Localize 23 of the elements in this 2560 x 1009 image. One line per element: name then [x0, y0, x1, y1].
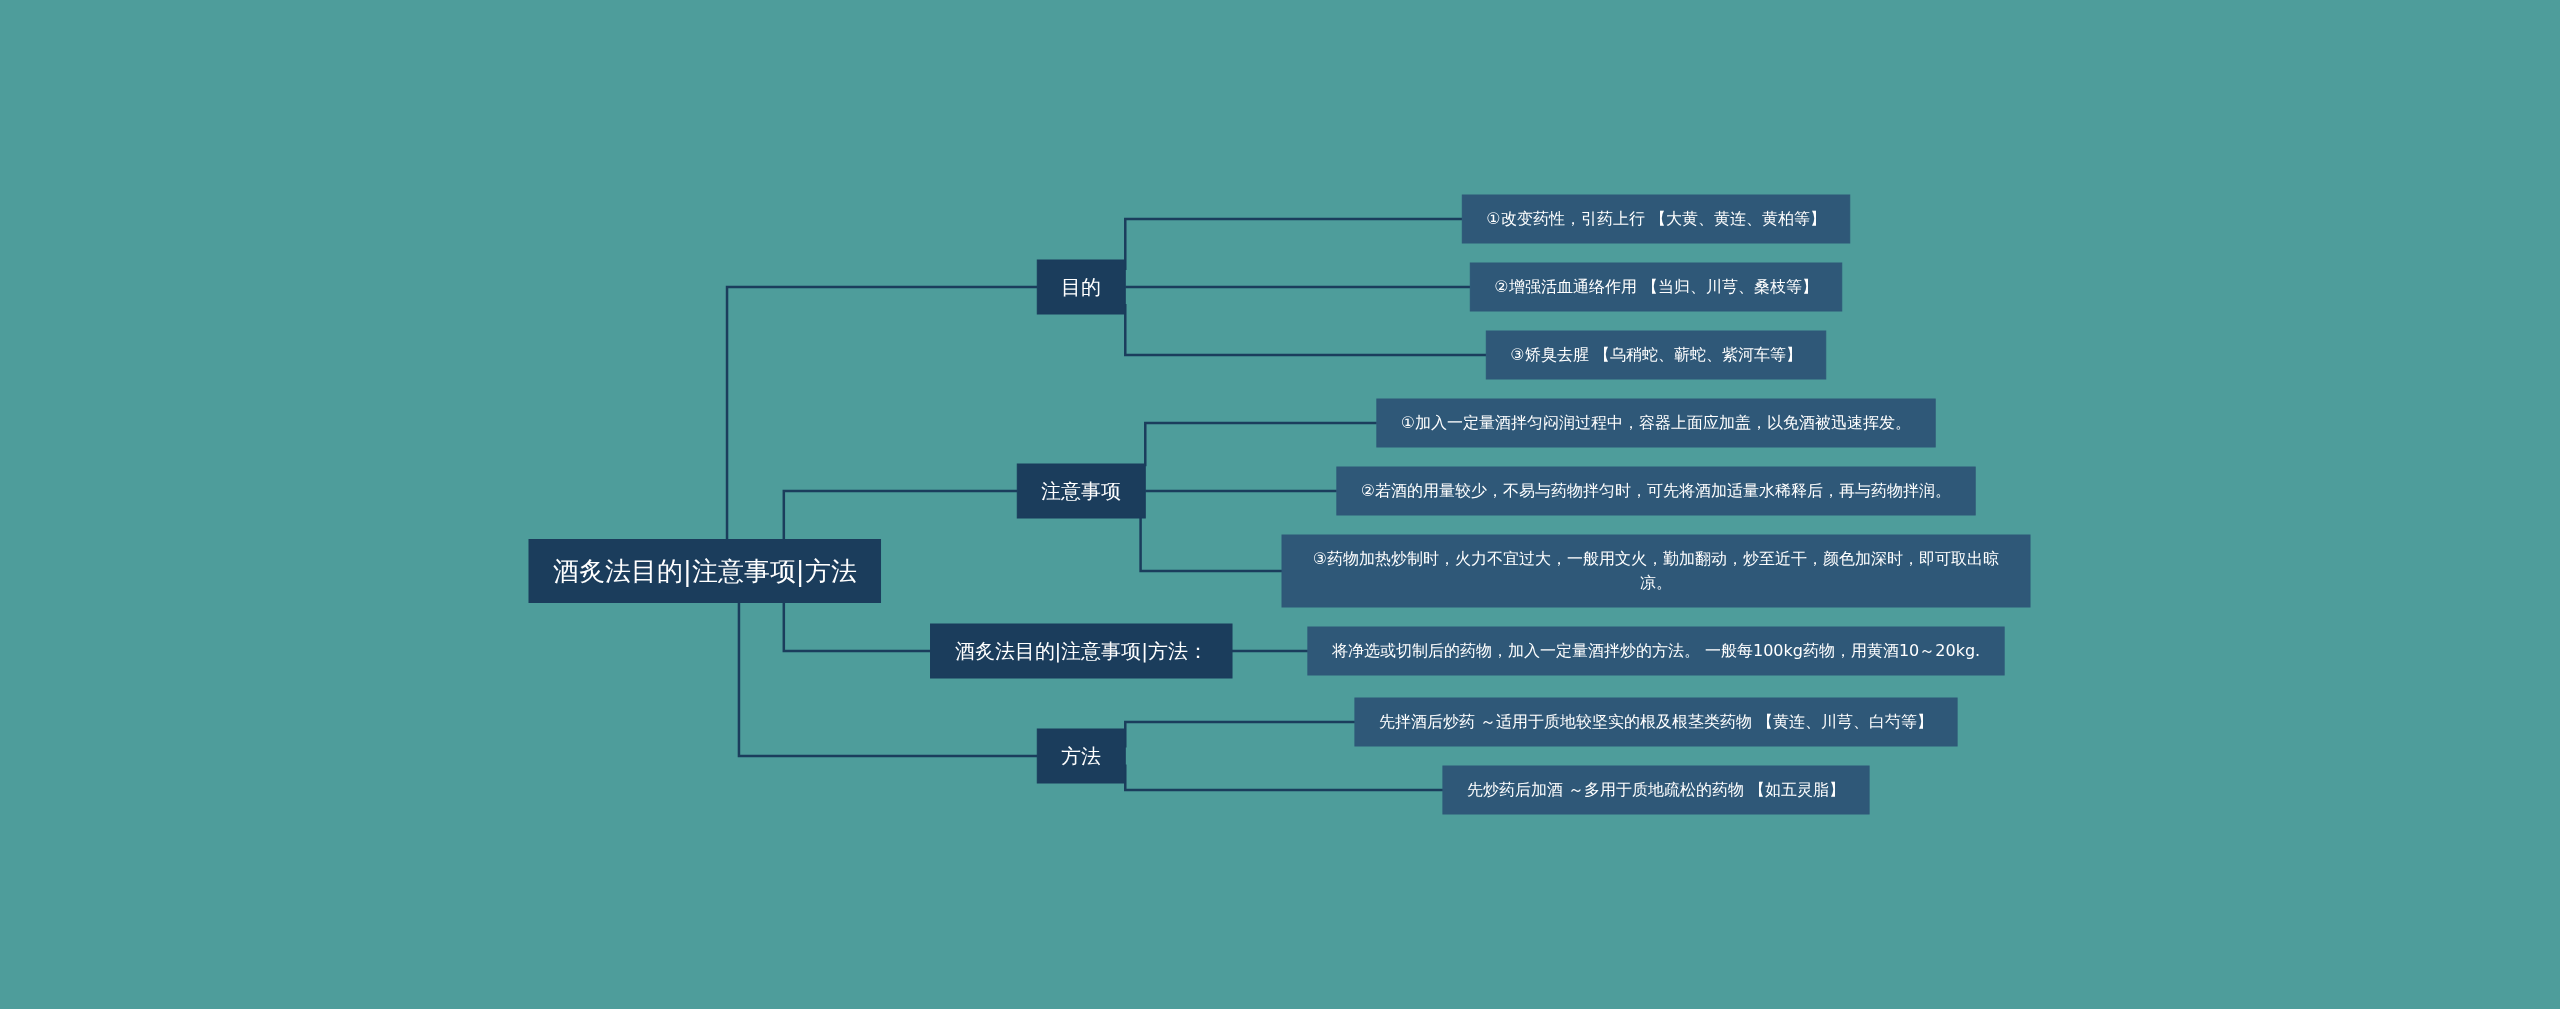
connector [738, 602, 1038, 758]
connector [1231, 649, 1309, 653]
node-box: 将净选或切制后的药物，加入一定量酒拌炒的方法。 一般每100kg药物，用黄酒10～20kg. [1307, 626, 2006, 676]
node-box: 酒炙法目的|注意事项|方法： [930, 623, 1233, 679]
connector [726, 285, 1038, 540]
node-box: 注意事项 [1017, 463, 1147, 519]
connector [1139, 518, 1283, 573]
node-box: ③矫臭去腥 【乌稍蛇、蕲蛇、紫河车等】 [1486, 330, 1827, 380]
connector [783, 489, 1018, 540]
node-box: 酒炙法目的|注意事项|方法 [529, 539, 882, 603]
node-box: 先炒药后加酒 ～多用于质地疏松的药物 【如五灵脂】 [1442, 765, 1871, 815]
node-box: ①加入一定量酒拌匀闷润过程中，容器上面应加盖，以免酒被迅速挥发。 [1376, 398, 1937, 448]
node-box: ②增强活血通络作用 【当归、川芎、桑枝等】 [1470, 262, 1843, 312]
node-box: ③药物加热炒制时，火力不宜过大，一般用文火，勤加翻动，炒至近干，颜色加深时，即可取出晾凉。 [1282, 534, 2031, 608]
connector [783, 602, 931, 653]
node-box: ②若酒的用量较少，不易与药物拌匀时，可先将酒加适量水稀释后，再与药物拌润。 [1336, 466, 1977, 516]
node-box: 目的 [1037, 259, 1127, 315]
connector [1144, 421, 1378, 467]
connector [1124, 285, 1471, 289]
node-box: ①改变药性，引药上行 【大黄、黄连、黄柏等】 [1462, 194, 1851, 244]
connector [1144, 489, 1338, 493]
node-box: 方法 [1037, 728, 1127, 784]
node-box: 先拌酒后炒药 ～适用于质地较坚实的根及根茎类药物 【黄连、川芎、白芍等】 [1354, 697, 1959, 747]
